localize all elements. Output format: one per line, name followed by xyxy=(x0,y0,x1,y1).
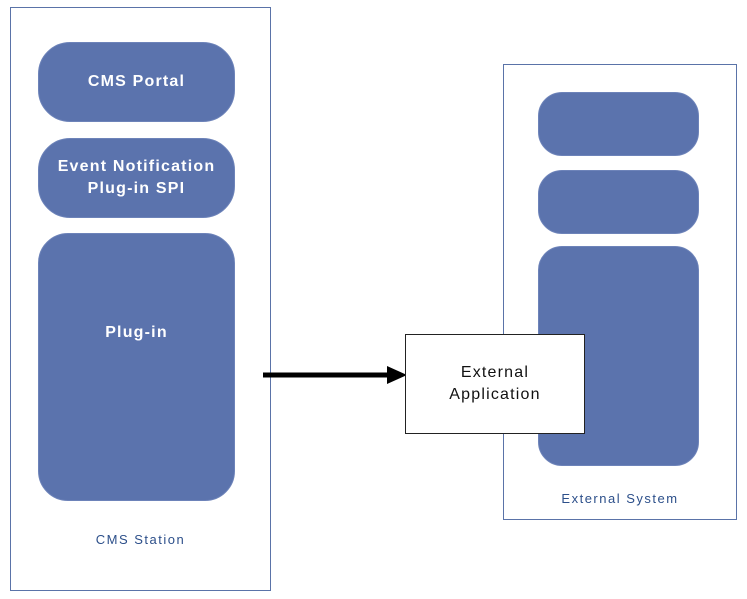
external-system-block-top xyxy=(538,92,699,156)
connection-arrow xyxy=(263,366,407,384)
external-system-block-middle xyxy=(538,170,699,234)
external-system-caption: External System xyxy=(561,491,679,506)
event-notification-spi-block: Event Notification Plug-in SPI xyxy=(38,138,235,218)
plugin-block: Plug-in xyxy=(38,233,235,501)
connection-arrow-head xyxy=(387,366,407,384)
external-application-box: External Application xyxy=(405,334,585,434)
cms-station-caption: CMS Station xyxy=(95,532,186,547)
cms-portal-block: CMS Portal xyxy=(38,42,235,122)
